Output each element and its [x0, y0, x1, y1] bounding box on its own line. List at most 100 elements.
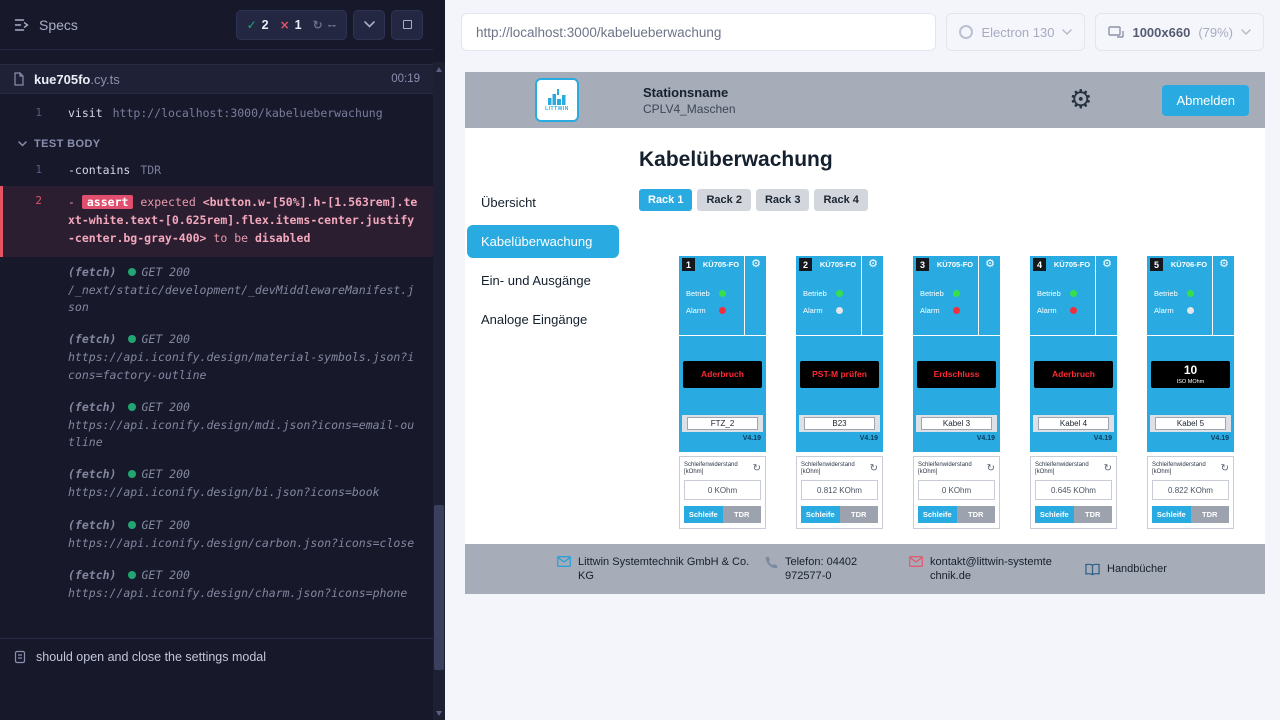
device-settings-icon[interactable]: ⚙ — [868, 257, 878, 270]
card-divider — [861, 256, 862, 335]
refresh-icon[interactable]: ↻ — [986, 462, 995, 474]
sidebar-item[interactable]: Analoge Eingänge — [481, 312, 588, 327]
refresh-icon[interactable]: ↻ — [869, 462, 878, 474]
refresh-icon[interactable]: ↻ — [752, 462, 761, 474]
test-body-toggle[interactable]: TEST BODY — [0, 127, 433, 157]
url-text: http://localhost:3000/kabelueberwachung — [476, 24, 722, 40]
failed-icon: × — [279, 17, 290, 32]
device-settings-icon[interactable]: ⚙ — [985, 257, 995, 270]
status-ok-dot — [128, 470, 137, 479]
device-model: KÜ705-FO — [819, 260, 857, 269]
next-test-title: should open and close the settings modal — [36, 650, 267, 664]
fetch-log-row[interactable]: (fetch)GET 200/_next/static/development/… — [0, 257, 433, 325]
schleife-button[interactable]: Schleife — [684, 506, 723, 524]
refresh-icon[interactable]: ↻ — [1220, 462, 1229, 474]
cable-strip: Kabel 5 — [1150, 415, 1231, 432]
device-settings-icon[interactable]: ⚙ — [1102, 257, 1112, 270]
tdr-button[interactable]: TDR — [722, 506, 761, 524]
viewport-zoom: (79%) — [1198, 24, 1233, 40]
stop-button[interactable] — [391, 9, 423, 40]
next-test-row[interactable]: should open and close the settings modal — [0, 638, 433, 676]
fetch-url: https://api.iconify.design/carbon.json?i… — [68, 535, 415, 550]
rack-tab[interactable]: Rack 1 — [639, 189, 693, 211]
device-model: KÜ705-FO — [1053, 260, 1091, 269]
firmware-version: V4.19 — [976, 435, 995, 442]
fetch-tag: (fetch) — [68, 467, 117, 482]
alarm-led — [1187, 306, 1194, 314]
card-divider — [679, 335, 766, 336]
betrieb-led — [836, 289, 843, 297]
browser-select[interactable]: Electron 130 — [946, 13, 1086, 51]
card-divider — [978, 256, 979, 335]
viewport-select[interactable]: 1000x660 (79%) — [1095, 13, 1264, 51]
test-icon — [14, 650, 26, 664]
settings-gear-icon[interactable]: ⚙ — [1069, 85, 1093, 115]
scroll-up-arrow[interactable] — [433, 62, 445, 76]
rack-tab[interactable]: Rack 3 — [755, 189, 810, 211]
status-display: Erdschluss — [917, 361, 996, 388]
fetch-line: (fetch)GET 200 — [68, 467, 419, 481]
schleife-button[interactable]: Schleife — [1152, 506, 1191, 524]
scrollbar-thumb[interactable] — [434, 505, 444, 670]
pending-icon: ↻ — [312, 17, 323, 32]
device-settings-icon[interactable]: ⚙ — [1219, 257, 1229, 270]
refresh-icon[interactable]: ↻ — [1103, 462, 1112, 474]
chevron-down-icon — [18, 140, 27, 147]
collapse-button[interactable] — [353, 9, 385, 40]
viewport-icon — [1108, 26, 1125, 38]
device-model: KÜ705-FO — [702, 260, 740, 269]
sidebar-item[interactable]: Ein- und Ausgänge — [481, 273, 591, 288]
sidebar-item[interactable]: Kabelüberwachung — [467, 225, 619, 258]
passed-icon: ✓ — [246, 17, 257, 32]
spec-file-bar[interactable]: kue705fo.cy.ts 00:19 — [0, 64, 433, 94]
failed-assert-row[interactable]: 2 - assert expected <button.w-[50%].h-[1… — [0, 186, 433, 257]
reporter-scrollbar[interactable] — [433, 62, 445, 720]
schleife-button[interactable]: Schleife — [1035, 506, 1074, 524]
firmware-version: V4.19 — [859, 435, 878, 442]
specs-button[interactable]: Specs — [14, 17, 78, 33]
schleife-button[interactable]: Schleife — [918, 506, 957, 524]
rack-tab[interactable]: Rack 2 — [697, 189, 751, 211]
page-title: Kabelüberwachung — [639, 148, 833, 171]
fetch-url: https://api.iconify.design/mdi.json?icon… — [68, 417, 415, 450]
tdr-button[interactable]: TDR — [956, 506, 995, 524]
card-divider — [913, 335, 1000, 336]
betrieb-led — [719, 289, 726, 297]
tdr-button[interactable]: TDR — [1073, 506, 1112, 524]
phone-text: Telefon: 04402 972577-0 — [785, 555, 858, 582]
resistance-label: Schleifenwiderstand [kOhm] — [1035, 462, 1089, 475]
footer-manuals[interactable]: Handbücher — [1085, 562, 1167, 576]
tdr-button[interactable]: TDR — [839, 506, 878, 524]
url-input[interactable]: http://localhost:3000/kabelueberwachung — [461, 13, 937, 51]
logout-button[interactable]: Abmelden — [1162, 84, 1249, 116]
chevron-down-icon — [1241, 29, 1251, 35]
viewport-size: 1000x660 — [1132, 24, 1191, 40]
fetch-status: GET 200 — [141, 399, 190, 414]
test-stats: ✓2 ×1 ↻-- — [235, 9, 347, 40]
schleife-button[interactable]: Schleife — [801, 506, 840, 524]
rack-tab[interactable]: Rack 4 — [814, 189, 868, 211]
betrieb-led — [1187, 289, 1194, 297]
scroll-down-arrow[interactable] — [433, 706, 445, 720]
device-number: 4 — [1033, 258, 1046, 271]
card-divider — [744, 256, 745, 335]
tdr-button[interactable]: TDR — [1190, 506, 1229, 524]
sidebar-item[interactable]: Übersicht — [481, 195, 536, 210]
status-ok-dot — [128, 520, 137, 529]
device-settings-icon[interactable]: ⚙ — [751, 257, 761, 270]
device-number: 1 — [682, 258, 695, 271]
